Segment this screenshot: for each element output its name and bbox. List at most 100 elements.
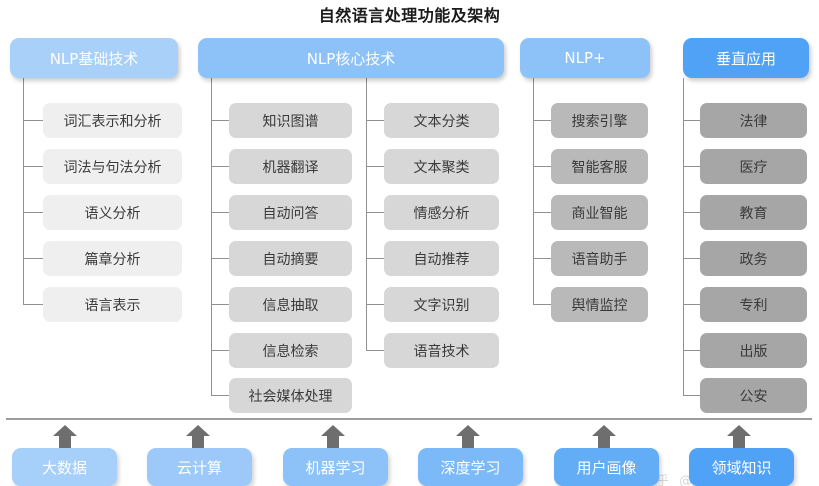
branch-line [683,350,700,351]
column-header-nlp-core[interactable]: NLP核心技术 [198,38,504,78]
leaf-label: 自动摘要 [262,251,319,268]
branch-line [683,166,700,167]
branch-line [366,166,384,167]
trunk-line-nlp-core-right [366,78,367,351]
leaf-node[interactable]: 公安 [700,378,807,413]
leaf-label: 自动问答 [262,205,319,222]
branch-line [366,212,384,213]
leaf-label: 词法与句法分析 [63,159,162,176]
branch-line [533,304,551,305]
leaf-node[interactable]: 出版 [700,333,807,368]
leaf-label: 搜索引擎 [571,113,628,130]
leaf-label: 出版 [739,343,768,360]
column-header-label: NLP核心技术 [306,49,396,68]
leaf-label: 政务 [739,251,768,268]
column-header-nlp-plus[interactable]: NLP+ [520,38,650,78]
branch-line [533,166,551,167]
foundation-node[interactable]: 机器学习 [283,448,388,486]
leaf-node[interactable]: 机器翻译 [229,149,352,184]
branch-line [366,304,384,305]
leaf-label: 语言表示 [84,297,141,314]
leaf-node[interactable]: 智能客服 [551,149,648,184]
leaf-node[interactable]: 专利 [700,287,807,322]
leaf-label: 自动推荐 [413,251,470,268]
foundation-node[interactable]: 云计算 [147,448,252,486]
leaf-label: 舆情监控 [571,297,628,314]
trunk-line-nlp-basic [23,78,24,305]
leaf-label: 文本聚类 [413,159,470,176]
leaf-node[interactable]: 文字识别 [384,287,499,322]
leaf-label: 文字识别 [413,297,470,314]
branch-line [211,350,229,351]
foundation-label: 深度学习 [440,458,501,477]
leaf-node[interactable]: 词法与句法分析 [43,149,182,184]
leaf-node[interactable]: 情感分析 [384,195,499,230]
leaf-label: 语音技术 [413,343,470,360]
leaf-label: 商业智能 [571,205,628,222]
leaf-label: 教育 [739,205,768,222]
column-header-label: 垂直应用 [715,49,776,68]
column-header-label: NLP+ [564,49,606,67]
leaf-node[interactable]: 商业智能 [551,195,648,230]
leaf-label: 词汇表示和分析 [63,113,162,130]
leaf-node[interactable]: 政务 [700,241,807,276]
leaf-label: 知识图谱 [262,113,319,130]
foundation-node[interactable]: 大数据 [12,448,117,486]
leaf-node[interactable]: 舆情监控 [551,287,648,322]
leaf-node[interactable]: 搜索引擎 [551,103,648,138]
leaf-node[interactable]: 文本聚类 [384,149,499,184]
leaf-node[interactable]: 语音技术 [384,333,499,368]
leaf-node[interactable]: 自动摘要 [229,241,352,276]
branch-line [366,120,384,121]
leaf-label: 篇章分析 [84,251,141,268]
leaf-label: 信息抽取 [262,297,319,314]
leaf-node[interactable]: 知识图谱 [229,103,352,138]
branch-line [683,304,700,305]
branch-line [366,258,384,259]
leaf-node[interactable]: 文本分类 [384,103,499,138]
foundation-label: 用户画像 [576,458,637,477]
leaf-node[interactable]: 词汇表示和分析 [43,103,182,138]
leaf-node[interactable]: 信息检索 [229,333,352,368]
foundation-label: 云计算 [176,458,222,477]
leaf-label: 信息检索 [262,343,319,360]
leaf-label: 语义分析 [84,205,141,222]
foundation-node[interactable]: 用户画像 [554,448,659,486]
branch-line [211,166,229,167]
foundation-node[interactable]: 领域知识 [689,448,794,486]
branch-line [23,304,43,305]
foundation-label: 领域知识 [711,458,772,477]
branch-line [366,350,384,351]
up-arrow-icon [591,424,617,448]
leaf-node[interactable]: 社会媒体处理 [229,378,352,413]
leaf-node[interactable]: 医疗 [700,149,807,184]
leaf-node[interactable]: 语言表示 [43,287,182,322]
branch-line [23,166,43,167]
column-header-vertical-apps[interactable]: 垂直应用 [683,38,809,78]
branch-line [533,212,551,213]
leaf-node[interactable]: 自动问答 [229,195,352,230]
trunk-line-vertical-apps [683,78,684,395]
foundation-label: 大数据 [41,458,87,477]
leaf-node[interactable]: 语义分析 [43,195,182,230]
leaf-label: 情感分析 [413,205,470,222]
leaf-label: 社会媒体处理 [248,388,333,405]
up-arrow-icon [455,424,481,448]
branch-line [211,395,229,396]
leaf-node[interactable]: 法律 [700,103,807,138]
leaf-node[interactable]: 篇章分析 [43,241,182,276]
column-header-nlp-basic[interactable]: NLP基础技术 [10,38,178,78]
leaf-label: 专利 [739,297,768,314]
leaf-label: 法律 [739,113,768,130]
branch-line [23,212,43,213]
foundation-divider [6,418,812,420]
leaf-node[interactable]: 教育 [700,195,807,230]
leaf-node[interactable]: 自动推荐 [384,241,499,276]
column-header-label: NLP基础技术 [49,49,139,68]
leaf-node[interactable]: 语音助手 [551,241,648,276]
branch-line [533,120,551,121]
foundation-node[interactable]: 深度学习 [418,448,523,486]
leaf-label: 医疗 [739,159,768,176]
leaf-node[interactable]: 信息抽取 [229,287,352,322]
